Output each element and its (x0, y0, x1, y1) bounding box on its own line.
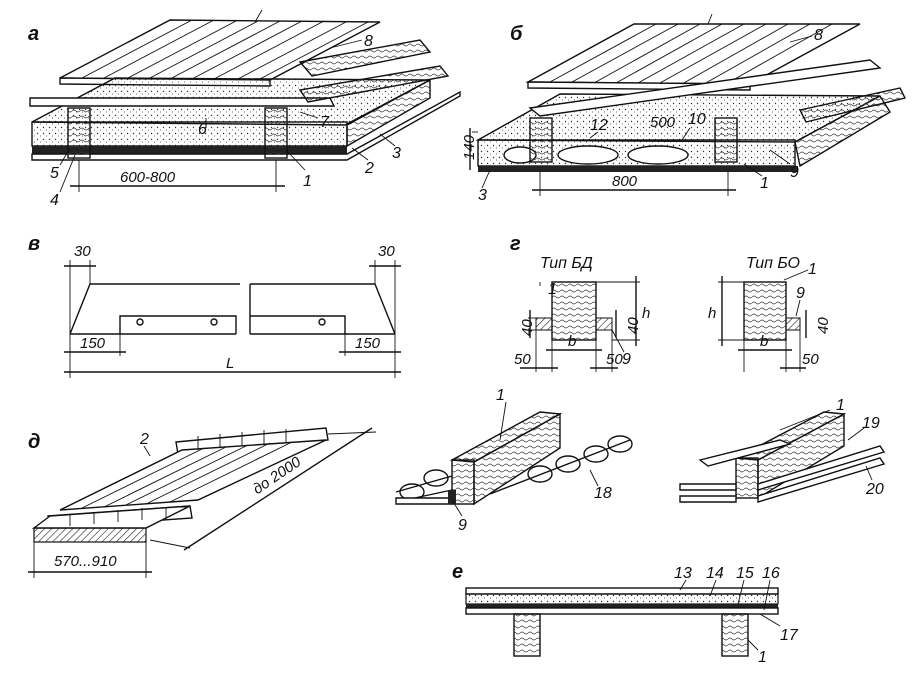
panel-b-dim-800: 800 (612, 173, 638, 190)
callout-a-5: 5 (50, 165, 59, 182)
panel-g-bo-dim-50: 50 (802, 351, 819, 368)
callout-b-10: 10 (688, 111, 706, 128)
panel-g-bd-dim-h: h (642, 305, 650, 322)
panel-b: б (461, 13, 907, 204)
panel-g-type-bo: Тип БО 1 9 h 40 b 50 (708, 255, 832, 372)
panel-g-bd-dim-b: b (568, 333, 576, 350)
callout-d-log-1: 1 (496, 387, 505, 404)
panel-a-floorboards (59, 9, 381, 87)
panel-b-callouts: 8 12 10 3 1 9 (478, 27, 823, 204)
panel-v-letter: в (28, 233, 40, 255)
panel-d-shield: 2 (31, 427, 329, 543)
panel-g-bd-dim-40-left: 40 (519, 319, 536, 336)
callout-a-3: 3 (392, 145, 401, 162)
callout-b-9: 9 (790, 164, 799, 181)
panel-v-board-left (69, 283, 240, 335)
panel-b-dim-500: 500 (650, 114, 676, 131)
panel-d-dim-570-910: 570...910 (54, 553, 117, 570)
callout-a-6: 6 (198, 121, 207, 138)
panel-g-letter: г (510, 233, 521, 255)
panel-e: е 13 14 15 16 17 1 (452, 561, 799, 666)
callout-e-14: 14 (706, 565, 724, 582)
panel-v-dim-150-left: 150 (80, 335, 106, 352)
panel-g-bo-dim-h: h (708, 305, 716, 322)
panel-d: д 2 до 2000 (28, 387, 886, 578)
callout-b-12: 12 (590, 117, 608, 134)
callout-d-20: 20 (865, 481, 884, 498)
callout-d-9: 9 (458, 517, 467, 534)
panel-e-callouts: 13 14 15 16 17 1 (674, 565, 799, 666)
callout-a-7: 7 (320, 114, 330, 131)
panel-g-type-bo-title: Тип БО (746, 255, 800, 272)
panel-a-letter: а (28, 23, 39, 45)
callout-e-15: 15 (736, 565, 754, 582)
callout-e-16: 16 (762, 565, 780, 582)
callout-g-bd-1: 1 (548, 281, 557, 298)
panel-d-plank-detail: 1 19 20 (679, 397, 886, 503)
panel-g-bd-dim-50-left: 50 (514, 351, 531, 368)
panel-a-callouts: 8 6 7 5 4 1 2 3 (50, 33, 401, 209)
panel-g: г Тип БД 1 9 40 40 h b (510, 233, 832, 372)
callout-g-bd-9: 9 (622, 351, 631, 368)
callout-a-2: 2 (364, 160, 374, 177)
callout-b-8: 8 (814, 27, 823, 44)
callout-e-17: 17 (780, 627, 799, 644)
panel-g-bo-dim-b: b (760, 333, 768, 350)
callout-a-8: 8 (364, 33, 373, 50)
callout-a-4: 4 (50, 192, 59, 209)
callout-e-13: 13 (674, 565, 692, 582)
callout-g-bo-1: 1 (808, 261, 817, 278)
panel-v-dim-150-right: 150 (355, 335, 381, 352)
panel-v-board-right (249, 283, 396, 335)
panel-b-letter: б (510, 23, 523, 45)
panel-d-log-detail: 1 18 9 (395, 387, 633, 534)
panel-a-dim-600-800: 600-800 (120, 169, 176, 186)
panel-g-bo-dim-40: 40 (815, 317, 832, 334)
panel-g-type-bd-title: Тип БД (540, 255, 593, 272)
callout-d-19: 19 (862, 415, 880, 432)
callout-d-2: 2 (139, 431, 149, 448)
panel-b-slab (475, 59, 907, 172)
panel-a: а (28, 9, 461, 209)
callout-a-1: 1 (303, 173, 312, 190)
panel-g-type-bd: Тип БД 1 9 40 40 h b 50 (514, 255, 650, 372)
callout-b-1: 1 (760, 175, 769, 192)
panel-g-bd-dim-40-right: 40 (625, 317, 642, 334)
panel-b-dim-140: 140 (461, 134, 478, 160)
callout-e-1: 1 (758, 649, 767, 666)
panel-d-letter: д (28, 431, 40, 453)
panel-v-dim-30-right: 30 (378, 243, 395, 260)
callout-d-plank-1: 1 (836, 397, 845, 414)
panel-v: в 30 30 150 (28, 233, 401, 378)
panel-b-floorboards (525, 13, 861, 91)
panel-v-dim-L: L (226, 355, 234, 372)
panel-e-letter: е (452, 561, 463, 583)
callout-d-18: 18 (594, 485, 612, 502)
panel-a-slab (29, 39, 461, 161)
panel-a-dimension: 600-800 (70, 160, 285, 192)
panel-e-section (465, 587, 779, 657)
panel-b-dimensions: 140 500 800 (461, 114, 736, 196)
callout-g-bo-9: 9 (796, 285, 805, 302)
panel-v-dimensions: 30 30 150 150 L (64, 243, 401, 378)
panel-g-bd-dim-50-right: 50 (606, 351, 623, 368)
panel-v-dim-30-left: 30 (74, 243, 91, 260)
callout-b-3: 3 (478, 187, 487, 204)
